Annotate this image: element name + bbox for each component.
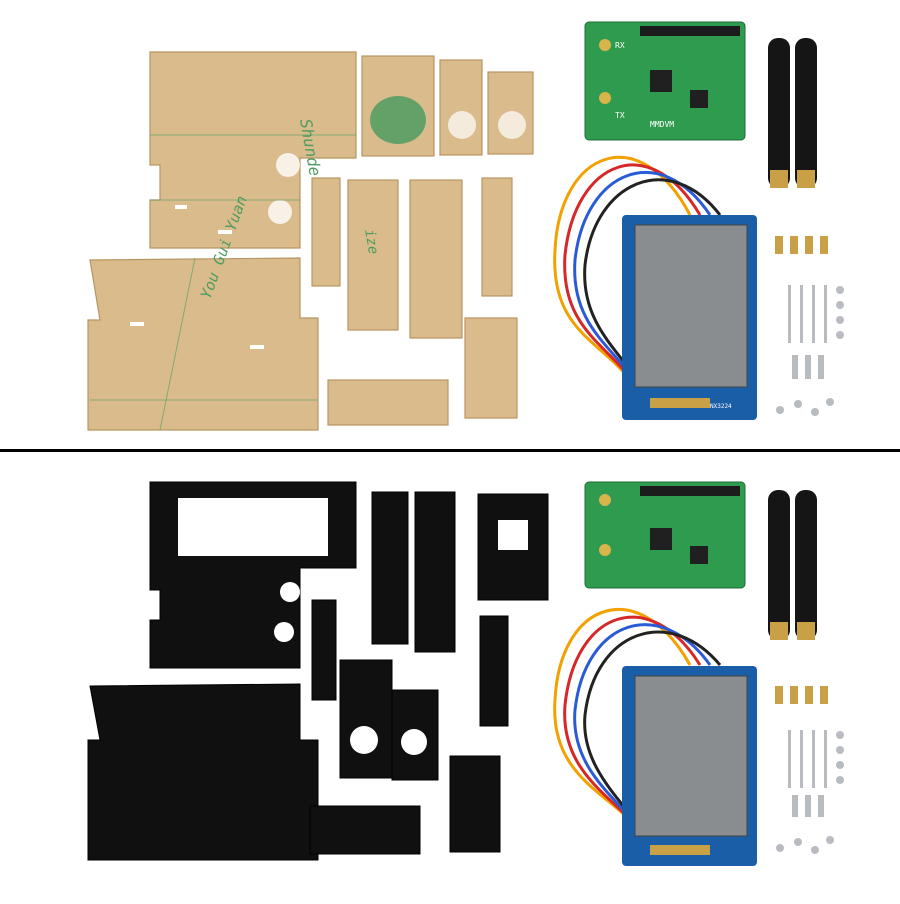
antenna [795,38,817,188]
black-acrylic-kit [87,481,844,866]
hardware-top [775,236,844,416]
clear-acrylic-kit: Shunde You Gui Yuan ize [87,21,844,431]
black-plate-top [149,481,357,669]
acrylic-piece [439,59,483,156]
antenna [795,490,817,640]
acrylic-piece [464,317,518,419]
mmdvm-hat-board-top: RX TX MMDVM [584,21,746,141]
black-strip [371,491,409,645]
film-text-3: ize [361,228,381,256]
black-plate-bottom [87,683,319,861]
hat-tx-label: TX [615,111,625,120]
acrylic-plate-large-bottom: You Gui Yuan [87,193,319,431]
black-piece [339,659,393,779]
hat-brand-label: MMDVM [650,120,674,129]
acrylic-strip [347,179,399,331]
panel-divider [0,449,900,452]
acrylic-strip [311,177,341,287]
black-strip [479,615,509,727]
acrylic-strip [481,177,513,297]
acrylic-strip [409,179,463,339]
hardware-bottom [775,686,844,854]
lcd-model-label: NX3224 [710,403,732,410]
acrylic-plate-large-top: Shunde [149,51,357,249]
acrylic-piece [327,379,449,426]
hat-rx-label: RX [615,41,625,50]
lcd-display-top: NX3224 [622,215,757,420]
black-piece [449,755,501,853]
antenna [768,490,790,640]
black-strip [311,599,337,701]
antenna [768,38,790,188]
black-piece [309,805,421,855]
lcd-display-bottom [622,666,757,866]
black-strip [414,491,456,653]
mmdvm-hat-board-bottom [584,481,746,589]
